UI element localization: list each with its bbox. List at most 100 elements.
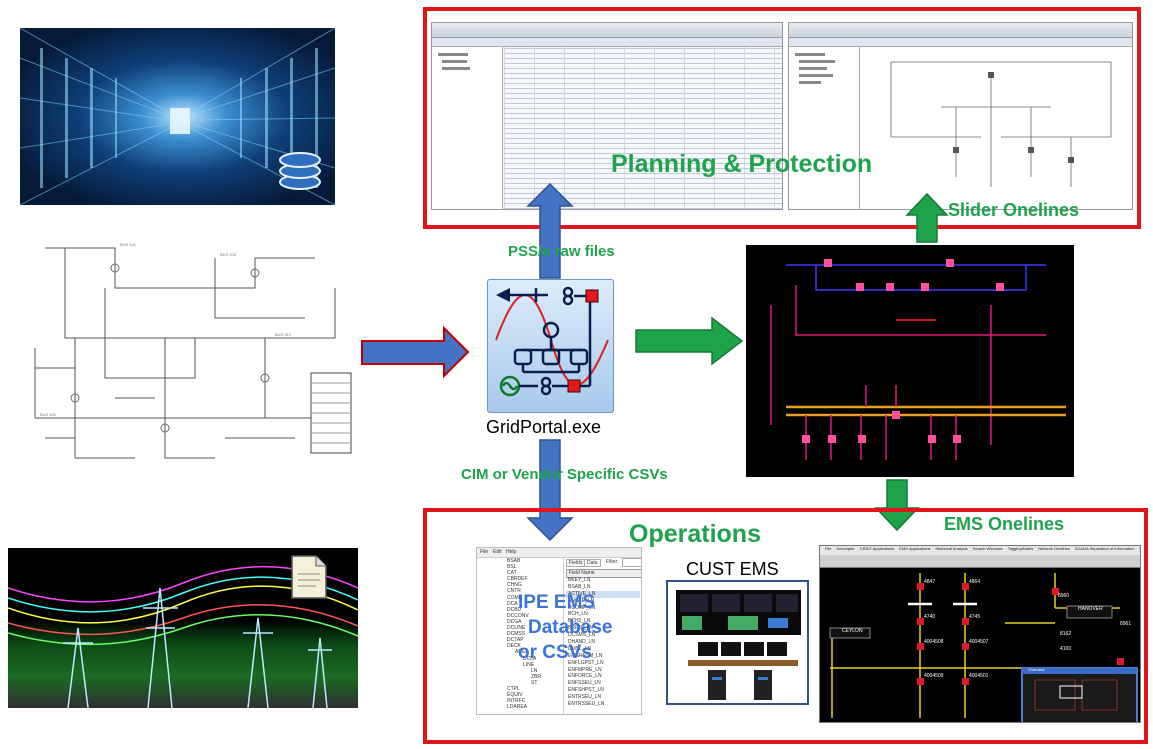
planning-protection-label: Planning & Protection: [611, 150, 873, 178]
ceylon-badge[interactable]: CEYLON: [842, 628, 863, 634]
ipe-line-3: or CSVs: [518, 642, 592, 663]
field-item[interactable]: DCSMS_LN: [568, 632, 596, 639]
field-item[interactable]: ENTRSEU_LN: [568, 694, 602, 701]
tree-item[interactable]: EQUIV: [507, 692, 523, 699]
field-item[interactable]: ACTIVE_LN: [566, 590, 640, 598]
ems-node-4100: 4100: [1060, 646, 1072, 652]
tree-item[interactable]: DCMSS: [507, 631, 526, 638]
tree-item[interactable]: LINE: [523, 661, 535, 668]
field-item[interactable]: BCOMP_LN: [568, 604, 596, 611]
tree-item[interactable]: DCLINE: [507, 625, 526, 632]
menu-file[interactable]: File: [480, 549, 489, 555]
cim-label: CIM or Vendor Specific CSVs: [461, 466, 668, 483]
ems-node-4745: 4745: [969, 614, 981, 620]
ems-node-8960: 8960: [1058, 593, 1070, 599]
field-item[interactable]: BSAB_LN: [568, 583, 591, 590]
tree-item[interactable]: LDAREA: [507, 704, 528, 711]
cust-ems-image: [666, 580, 809, 705]
ems-menu-item[interactable]: Help: [1139, 546, 1140, 551]
field-item[interactable]: BCH2_LN: [568, 618, 591, 625]
menu-edit[interactable]: Edit: [493, 549, 502, 555]
hanover-badge[interactable]: HANOVER: [1078, 606, 1103, 612]
slider-up-arrow: [905, 192, 949, 243]
tree-item[interactable]: CTPL: [507, 685, 520, 692]
field-item[interactable]: BCH_LN: [568, 611, 588, 618]
tree-item[interactable]: DCTAP: [507, 637, 524, 644]
field-item[interactable]: DHAND_LN: [568, 639, 595, 646]
ems-menu-item[interactable]: Network Onelines: [1038, 546, 1070, 551]
cim-down-arrow: [526, 439, 574, 542]
pss-up-arrow: [526, 182, 574, 279]
field-item[interactable]: ANGLE_LN: [568, 597, 595, 604]
tree-item[interactable]: CBRDEF: [507, 576, 528, 583]
filter-input[interactable]: [622, 558, 641, 567]
dark-oneline-drawing: [770, 259, 1066, 460]
field-item[interactable]: ENFLGPST_LN: [568, 659, 604, 666]
tree-item[interactable]: DCLA: [523, 655, 537, 662]
ems-node-4004508: 4004508: [924, 639, 944, 645]
ems-node-4004509: 4004509: [924, 673, 944, 679]
field-item[interactable]: ENTRSSEU_LN: [568, 701, 605, 708]
tree-item[interactable]: CHNG: [507, 582, 522, 589]
ems-menu-bar: File Descriptor CRDIT Applications EMS Appl…: [820, 546, 1140, 555]
tree-item[interactable]: DCCONV: [507, 612, 529, 619]
ems-menu-item[interactable]: CRDIT Applications: [859, 546, 895, 551]
tree-item[interactable]: LN: [531, 667, 538, 674]
gridportal-app-icon[interactable]: [487, 279, 614, 413]
field-item[interactable]: EMSRSSM_LN: [568, 652, 603, 659]
ems-oneline-drawing: [829, 573, 1138, 722]
svg-text:BUS 402: BUS 402: [40, 412, 57, 417]
tree-item[interactable]: DECK: [507, 643, 521, 650]
tree-item[interactable]: DCA: [507, 600, 518, 607]
menu-help[interactable]: Help: [506, 549, 517, 555]
ipe-line-2: Database: [528, 617, 613, 638]
field-item[interactable]: ENFMPRE_LN: [568, 666, 602, 673]
field-item[interactable]: ENFSHPST_LN: [568, 687, 604, 694]
field-name-header: Field Name: [566, 569, 641, 578]
ems-menu-item[interactable]: EMS Applications: [899, 546, 931, 551]
operations-box: [423, 508, 1148, 744]
tree-item[interactable]: AREA: [515, 649, 529, 656]
tree-item[interactable]: DCBD: [507, 606, 522, 613]
operations-label: Operations: [629, 520, 761, 548]
ems-menu-item[interactable]: SCADA Separation of Information: [1074, 546, 1135, 551]
ems-menu-item[interactable]: Tagging/Notes: [1007, 546, 1034, 551]
tree-item[interactable]: ZBR: [531, 673, 541, 680]
field-item[interactable]: BRIMP_LN: [568, 625, 594, 632]
tree-item[interactable]: BSL: [507, 564, 517, 571]
ems-onelines-label: EMS Onelines: [944, 514, 1065, 534]
gridportal-label: GridPortal.exe: [486, 417, 602, 437]
ems-menu-item[interactable]: Search Windows: [972, 546, 1003, 551]
ems-oneline-window: File Descriptor CRDIT Applications EMS Appl…: [819, 545, 1141, 723]
ems-menu-item[interactable]: Historical Analysis: [935, 546, 968, 551]
datacenter-image: [20, 28, 335, 205]
mini-window-title: Overview: [1028, 667, 1045, 672]
planning-protection-box: [423, 7, 1141, 229]
tree-item[interactable]: CNTR: [507, 588, 521, 595]
tree-item[interactable]: COMP: [507, 594, 522, 601]
ems-node-4004501: 4004501: [969, 673, 989, 679]
ems-menu-item[interactable]: File: [825, 546, 832, 551]
field-item[interactable]: ENFORCE_LN: [568, 673, 602, 680]
pss-label: PSS/e raw files: [508, 243, 615, 260]
transmission-image: [8, 548, 358, 708]
field-item[interactable]: DMSL_LN: [568, 645, 592, 652]
tree-item[interactable]: INTRFC: [507, 698, 526, 705]
slider-onelines-label: Slider Onelines: [948, 200, 1080, 220]
slider-oneline-screenshot: [788, 22, 1133, 210]
ems-menu-item[interactable]: Descriptor: [836, 546, 855, 551]
tree-item[interactable]: ST: [531, 679, 538, 686]
svg-text:BUS 101: BUS 101: [120, 242, 137, 247]
dark-oneline-screenshot: [746, 245, 1074, 477]
tab-data[interactable]: Data: [584, 559, 601, 567]
tab-fields[interactable]: Fields: [566, 559, 586, 567]
tree-item[interactable]: CAT: [507, 570, 517, 577]
field-item[interactable]: BKEY_LN: [568, 577, 591, 583]
input-arrow: [361, 325, 470, 379]
tree-item[interactable]: BSAB: [507, 558, 521, 564]
field-item[interactable]: ENFSSEU_LN: [568, 680, 601, 687]
ems-node-8961: 8961: [1120, 621, 1132, 627]
tree-item[interactable]: DCGA: [507, 618, 522, 625]
